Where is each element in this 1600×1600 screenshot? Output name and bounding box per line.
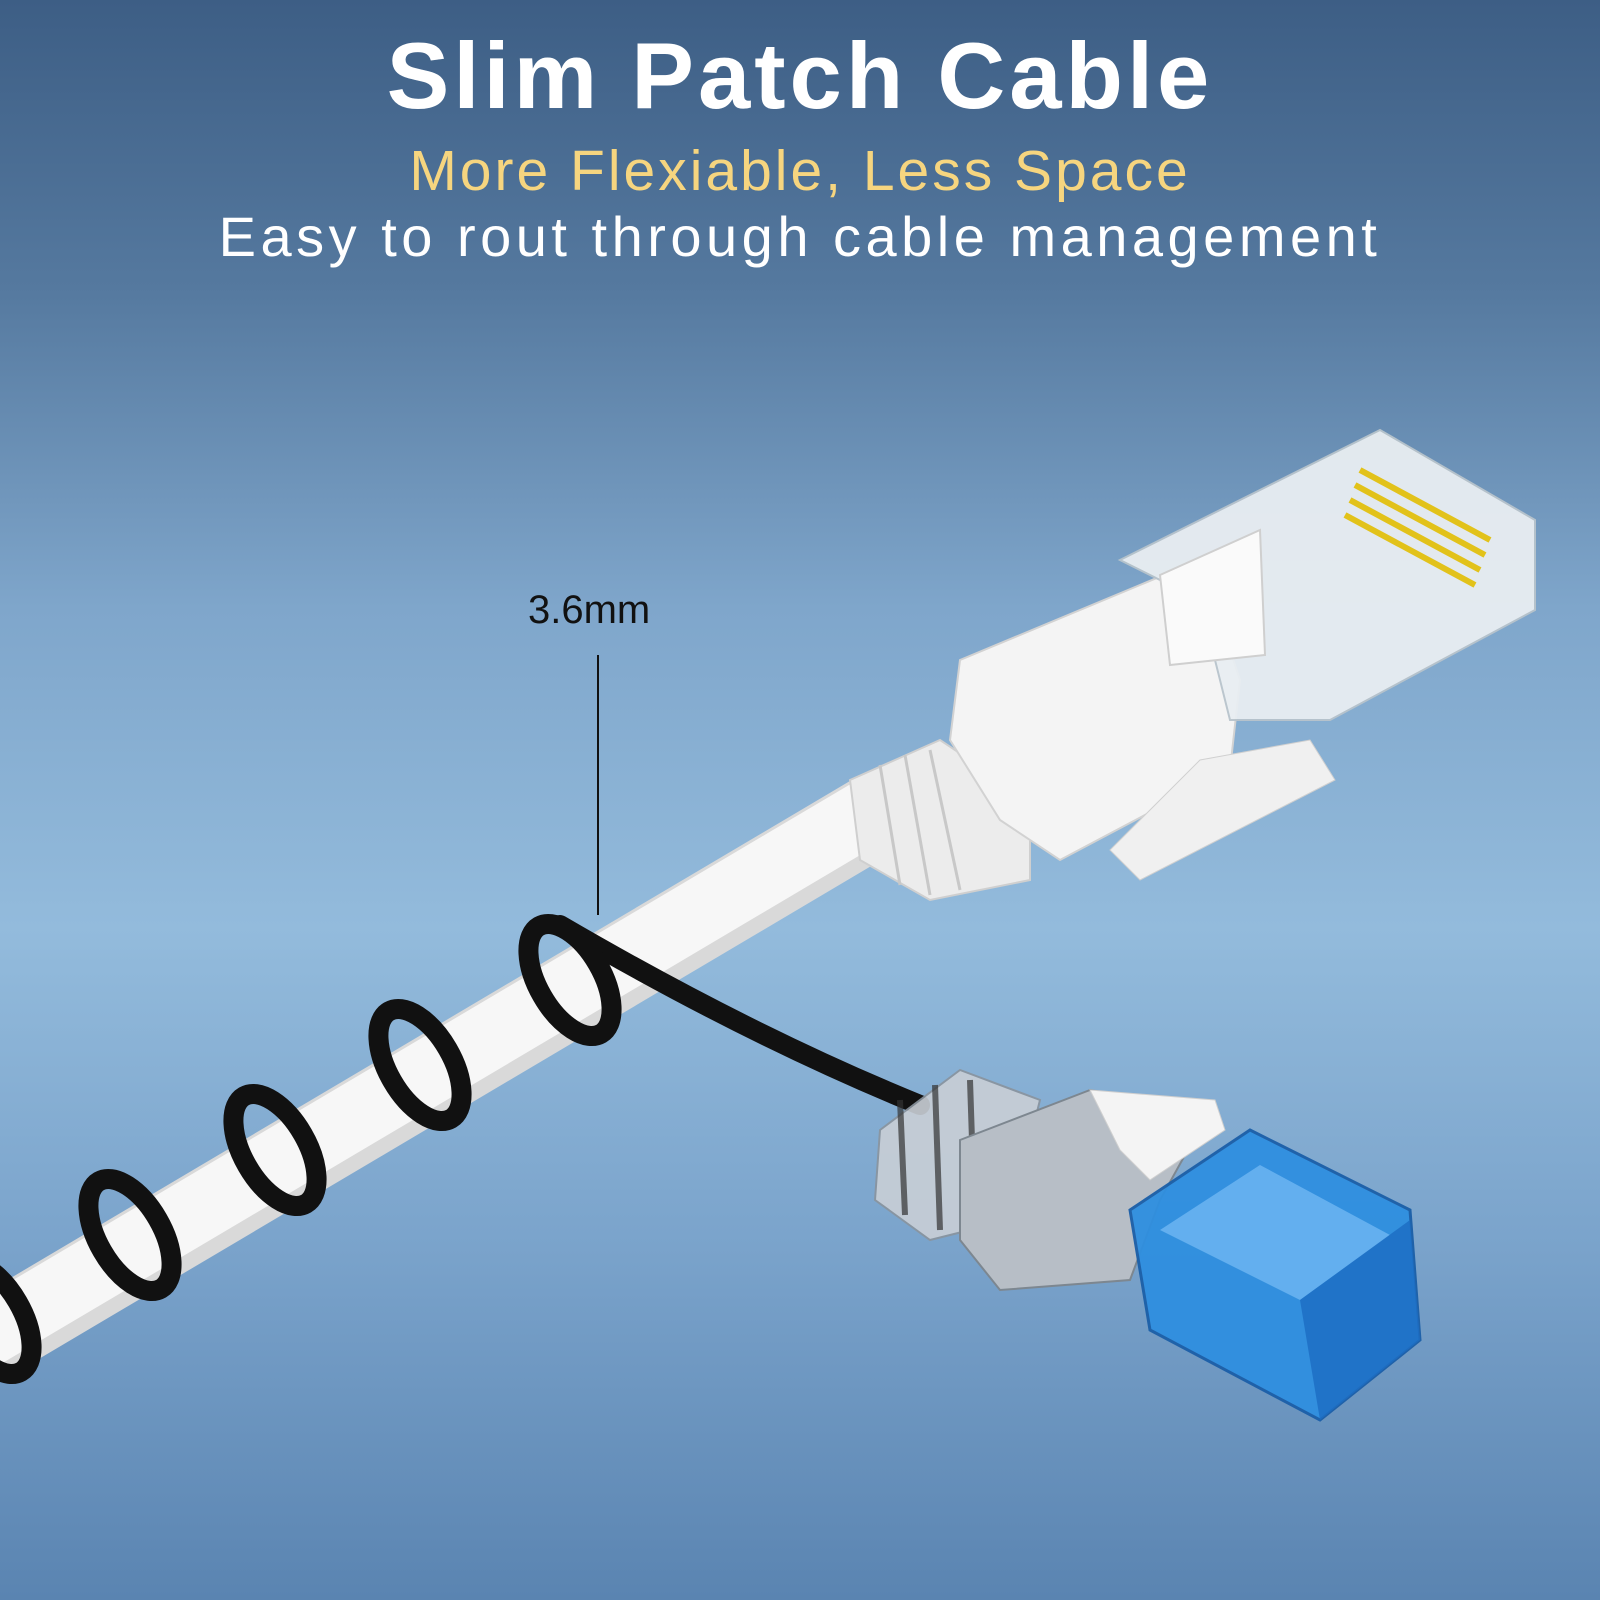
standard-white-cable: [0, 770, 922, 1382]
headline-subtitle: More Flexiable, Less Space: [409, 139, 1191, 203]
dimension-label: 3.6mm: [528, 588, 651, 632]
white-rj45-plug: [848, 428, 1536, 902]
headline-tagline: Easy to rout through cable management: [218, 205, 1382, 268]
slim-black-cable: [0, 913, 930, 1385]
slim-blue-rj45-plug: [873, 1068, 1422, 1422]
headline-title: Slim Patch Cable: [386, 23, 1214, 128]
